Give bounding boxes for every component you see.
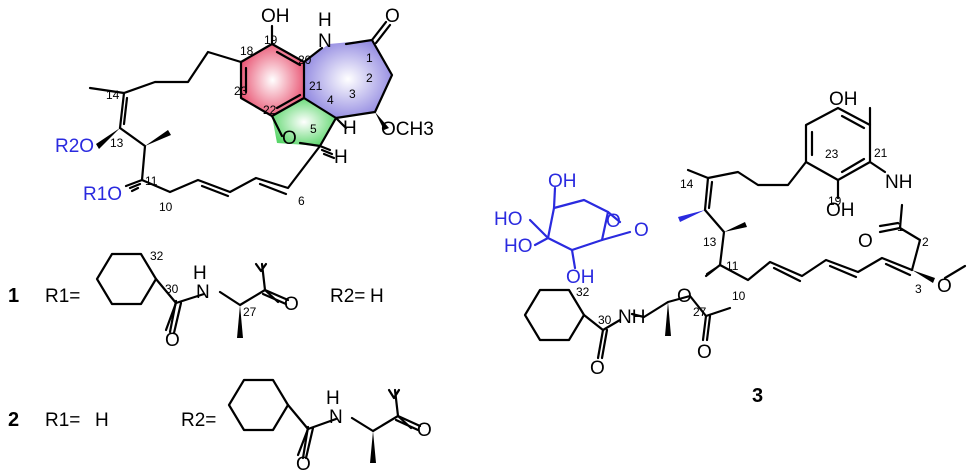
svg-text:4: 4 (327, 93, 334, 107)
svg-text:NH: NH (885, 172, 912, 193)
svg-text:6: 6 (298, 194, 305, 208)
svg-text:O: O (634, 220, 649, 241)
compound-2-r1-value: H (95, 410, 109, 431)
svg-text:5: 5 (310, 122, 317, 136)
svg-text:30: 30 (165, 282, 179, 296)
atom-oh-top: OH (261, 6, 290, 27)
svg-text:N: N (196, 282, 210, 303)
compound-1-id: 1 (8, 285, 19, 307)
svg-text:18: 18 (240, 44, 254, 58)
structure-1-2-atom-labels: OH N H O O OCH3 H H R2O R1O (55, 6, 434, 205)
compound-1-r2-value: H (370, 286, 384, 307)
compound-1-r2-label: R2= (330, 286, 365, 307)
compound-2-row: 2 R1= H R2= H N O O (8, 378, 432, 473)
svg-text:32: 32 (576, 285, 590, 299)
furan-ring-highlight (272, 98, 336, 146)
svg-text:O: O (417, 420, 432, 441)
atom-o-furan: O (282, 128, 297, 149)
atom-h-on-n: H (318, 10, 332, 31)
atom-h-c5: H (334, 147, 348, 168)
svg-text:H: H (193, 263, 207, 284)
svg-text:30: 30 (598, 313, 612, 327)
compound-1-r1-label: R1= (45, 286, 80, 307)
svg-text:11: 11 (726, 259, 739, 273)
atom-h-c4: H (343, 118, 357, 139)
compound-2-r2-label: R2= (181, 410, 216, 431)
compound-2-r1-label: R1= (45, 410, 80, 431)
svg-text:21: 21 (874, 146, 888, 160)
svg-text:3: 3 (915, 282, 922, 296)
svg-text:O: O (165, 330, 180, 351)
svg-text:OH: OH (826, 200, 855, 221)
svg-text:O: O (858, 231, 873, 252)
svg-text:13: 13 (703, 235, 717, 249)
svg-text:O: O (677, 286, 692, 307)
svg-text:27: 27 (243, 305, 257, 319)
svg-text:20: 20 (298, 53, 312, 67)
structure-1-2-core (88, 20, 394, 198)
lactam-ring-highlight (304, 40, 392, 118)
svg-text:14: 14 (680, 177, 694, 191)
svg-text:23: 23 (825, 147, 839, 161)
svg-text:O: O (697, 342, 712, 363)
atom-n: N (318, 31, 332, 52)
svg-text:23: 23 (234, 84, 248, 98)
svg-text:O: O (284, 294, 299, 315)
svg-text:22: 22 (263, 103, 277, 117)
svg-text:2: 2 (922, 235, 929, 249)
svg-text:OH: OH (829, 89, 858, 110)
atom-r1o: R1O (83, 184, 122, 205)
svg-text:NH: NH (618, 307, 645, 328)
svg-text:3: 3 (349, 87, 356, 101)
compound-1-row: 1 R1= H N O O 32 30 27 R2= H (8, 249, 384, 351)
svg-text:O: O (937, 276, 952, 297)
svg-text:10: 10 (159, 200, 173, 214)
atom-r2o: R2O (55, 136, 94, 157)
svg-text:HO: HO (494, 209, 523, 230)
structure-3: OH OH NH O O O O OH HO HO OH O O NH O 14… (494, 89, 967, 407)
atom-o-carbonyl: O (385, 6, 400, 27)
svg-text:21: 21 (309, 79, 323, 93)
compound-3-id: 3 (752, 385, 763, 407)
svg-text:19: 19 (828, 194, 842, 208)
svg-text:HO: HO (504, 236, 533, 257)
svg-text:1: 1 (897, 220, 904, 234)
structure-1-2-numbering: 1 2 3 4 5 6 10 11 13 14 18 19 20 21 22 2… (106, 33, 373, 214)
svg-text:N: N (329, 407, 343, 428)
svg-text:O: O (606, 211, 621, 232)
svg-text:O: O (296, 454, 311, 473)
svg-text:19: 19 (264, 33, 278, 47)
svg-text:27: 27 (693, 305, 707, 319)
svg-text:10: 10 (732, 289, 746, 303)
svg-text:O: O (590, 358, 605, 379)
svg-text:14: 14 (106, 88, 120, 102)
svg-text:OH: OH (548, 171, 577, 192)
atom-och3: OCH3 (381, 119, 434, 140)
svg-text:11: 11 (145, 174, 158, 188)
benzene-ring-highlight (241, 44, 304, 116)
svg-text:13: 13 (110, 136, 124, 150)
svg-text:32: 32 (150, 249, 164, 263)
svg-text:H: H (326, 388, 340, 409)
svg-text:OH: OH (566, 267, 595, 288)
svg-text:2: 2 (366, 71, 373, 85)
svg-text:1: 1 (366, 51, 373, 65)
compound-2-id: 2 (8, 409, 19, 431)
